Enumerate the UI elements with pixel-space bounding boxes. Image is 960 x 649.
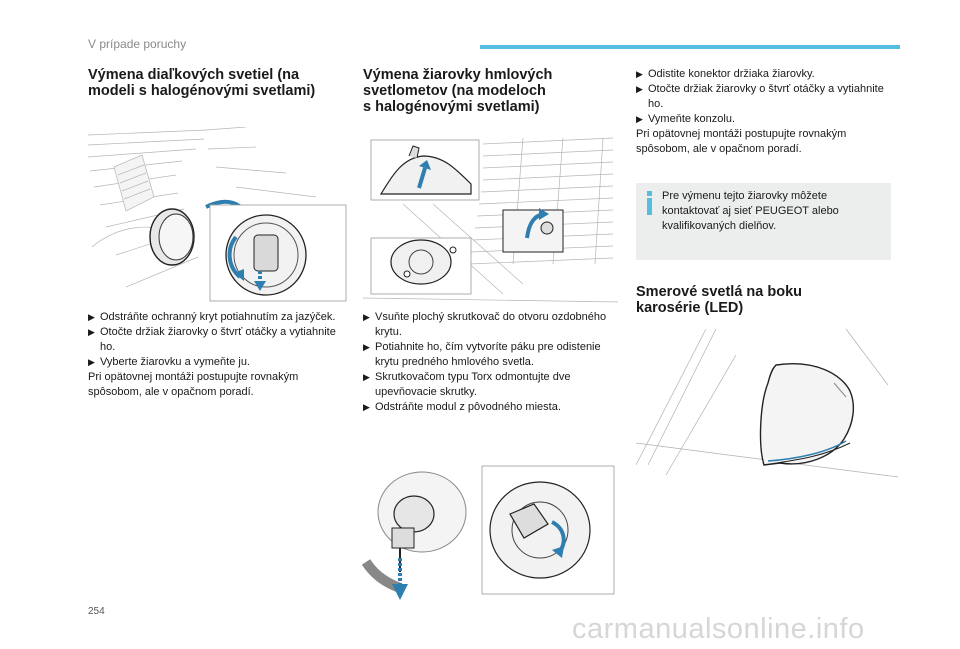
section-high-beam: Výmena diaľkových svetiel (na modeli s h… [88,67,348,99]
list-item: ▶Vymeňte konzolu. [636,113,736,125]
section-title-high-beam: Výmena diaľkových svetiel (na modeli s h… [88,67,316,99]
arrow-bullet-icon: ▶ [363,312,370,322]
page-number: 254 [88,606,105,617]
section-header: V prípade poruchy [88,37,187,51]
list-item: ▶Potiahnite ho, čím vytvoríte páku pre o… [363,341,601,368]
arrow-bullet-icon: ▶ [363,402,370,412]
section-fog-lamp: Výmena žiarovky hmlových svetlometov (na… [363,67,613,115]
arrow-bullet-icon: ▶ [88,327,95,337]
info-text: Pre výmenu tejto žiarovky môžete kontakt… [662,190,839,232]
arrow-bullet-icon: ▶ [636,84,643,94]
list-item: ▶Odstráňte ochranný kryt potiahnutím za … [88,311,336,323]
section-title-side-indicators: Smerové svetlá na boku karosérie (LED) [636,284,803,316]
section-side-indicators: Smerové svetlá na boku karosérie (LED) [636,284,898,316]
list-item: ▶Odistite konektor držiaka žiarovky. [636,68,815,80]
note-high-beam: Pri opätovnej montáži postupujte rovnaký… [88,371,299,398]
watermark: carmanualsonline.info [572,613,865,645]
section-title-fog-lamp: Výmena žiarovky hmlových svetlometov (na… [363,67,553,115]
info-icon [647,191,652,215]
info-box: Pre výmenu tejto žiarovky môžete kontakt… [636,183,891,260]
note-fog-lamp: Pri opätovnej montáži postupujte rovnaký… [636,128,847,155]
high-beam-illustration [87,127,347,302]
arrow-bullet-icon: ▶ [363,342,370,352]
header-accent-bar [480,45,900,49]
list-item: ▶Skrutkovačom typu Torx odmontujte dve u… [363,371,571,398]
steps-fog-lamp-bulb: ▶Odistite konektor držiaka žiarovky. ▶Ot… [636,67,898,157]
arrow-bullet-icon: ▶ [88,357,95,367]
list-item: ▶Otočte držiak žiarovky o štvrť otáčky a… [636,83,884,110]
steps-fog-lamp-removal: ▶Vsuňte plochý skrutkovač do otvoru ozdo… [363,310,615,415]
side-mirror-led-illustration [636,328,898,478]
list-item: ▶Vyberte žiarovku a vymeňte ju. [88,356,250,368]
steps-high-beam: ▶Odstráňte ochranný kryt potiahnutím za … [88,310,338,400]
list-item: ▶Vsuňte plochý skrutkovač do otvoru ozdo… [363,311,607,338]
fog-lamp-removal-illustration [363,137,618,303]
arrow-bullet-icon: ▶ [636,114,643,124]
fog-lamp-bulb-illustration [362,465,615,600]
arrow-bullet-icon: ▶ [636,69,643,79]
arrow-bullet-icon: ▶ [363,372,370,382]
list-item: ▶Otočte držiak žiarovky o štvrť otáčky a… [88,326,336,353]
list-item: ▶Odstráňte modul z pôvodného miesta. [363,401,561,413]
arrow-bullet-icon: ▶ [88,312,95,322]
